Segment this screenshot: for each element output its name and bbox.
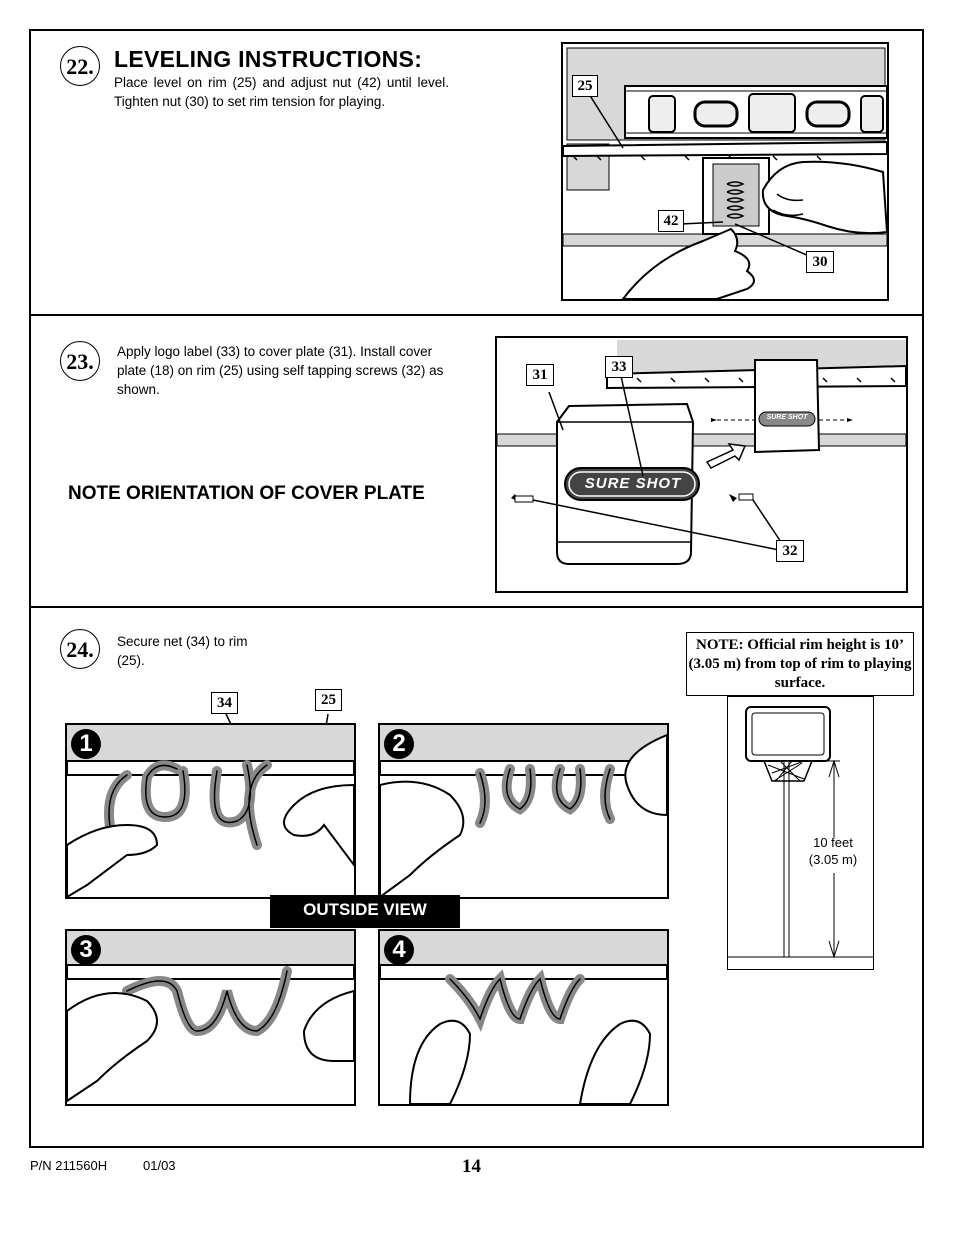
callout-rim-25-net: 25 bbox=[315, 689, 342, 711]
height-label-feet: 10 feet bbox=[813, 835, 853, 850]
step-23-text: Apply logo label (33) to cover plate (31… bbox=[117, 344, 444, 397]
step-22-number: 22. bbox=[60, 46, 100, 86]
page-number: 14 bbox=[462, 1156, 481, 1177]
callout-screws-32: 32 bbox=[776, 540, 804, 562]
part-number: P/N 211560H bbox=[30, 1158, 108, 1173]
callout-nut-30: 30 bbox=[806, 251, 834, 273]
section-divider-2 bbox=[29, 606, 924, 608]
callout-rim-25: 25 bbox=[572, 75, 598, 97]
step-23-number: 23. bbox=[60, 341, 100, 381]
rim-height-diagram: 10 feet (3.05 m) bbox=[727, 696, 874, 970]
callout-net-34: 34 bbox=[211, 692, 238, 714]
panel-1-number: 1 bbox=[71, 729, 101, 759]
panel-4-number: 4 bbox=[384, 935, 414, 965]
leveling-drawing bbox=[563, 44, 887, 299]
section-divider-1 bbox=[29, 314, 924, 316]
net-panel-2-drawing bbox=[380, 725, 667, 897]
height-label-meters: (3.05 m) bbox=[808, 852, 858, 867]
net-panel-4-drawing bbox=[380, 931, 667, 1104]
net-panel-1-drawing bbox=[67, 725, 354, 897]
callout-nut-42: 42 bbox=[658, 210, 684, 232]
rim-height-note: NOTE: Official rim height is 10’ (3.05 m… bbox=[686, 632, 914, 696]
net-step-panel-4: 4 bbox=[378, 929, 669, 1106]
page-frame bbox=[29, 29, 924, 1148]
panel-2-number: 2 bbox=[384, 729, 414, 759]
net-panel-3-drawing bbox=[67, 931, 354, 1103]
callout-logo-label-33: 33 bbox=[605, 356, 633, 378]
outside-view-label: OUTSIDE VIEW bbox=[270, 895, 460, 928]
sure-shot-logo-small: SURE SHOT bbox=[766, 414, 808, 421]
sure-shot-logo-large: SURE SHOT bbox=[584, 475, 682, 492]
net-step-panel-1: 1 bbox=[65, 723, 356, 899]
height-label: 10 feet (3.05 m) bbox=[788, 834, 878, 868]
cover-plate-illustration: SURE SHOT SURE SHOT 31 33 32 bbox=[495, 336, 908, 593]
step-22-text: Place level on rim (25) and adjust nut (… bbox=[114, 75, 449, 109]
leveling-illustration: 25 42 30 bbox=[561, 42, 889, 301]
step-22-title: LEVELING INSTRUCTIONS: bbox=[114, 46, 423, 72]
cover-plate-orientation-note: NOTE ORIENTATION OF COVER PLATE bbox=[68, 483, 425, 504]
net-step-panel-2: 2 bbox=[378, 723, 669, 899]
cover-plate-drawing bbox=[497, 338, 906, 591]
step-24-number: 24. bbox=[60, 629, 100, 669]
callout-cover-plate-31: 31 bbox=[526, 364, 554, 386]
revision-date: 01/03 bbox=[143, 1158, 176, 1173]
panel-3-number: 3 bbox=[71, 935, 101, 965]
step-24-text: Secure net (34) to rim (25). bbox=[117, 634, 248, 668]
rim-height-drawing bbox=[728, 706, 873, 959]
net-step-panel-3: 3 bbox=[65, 929, 356, 1106]
